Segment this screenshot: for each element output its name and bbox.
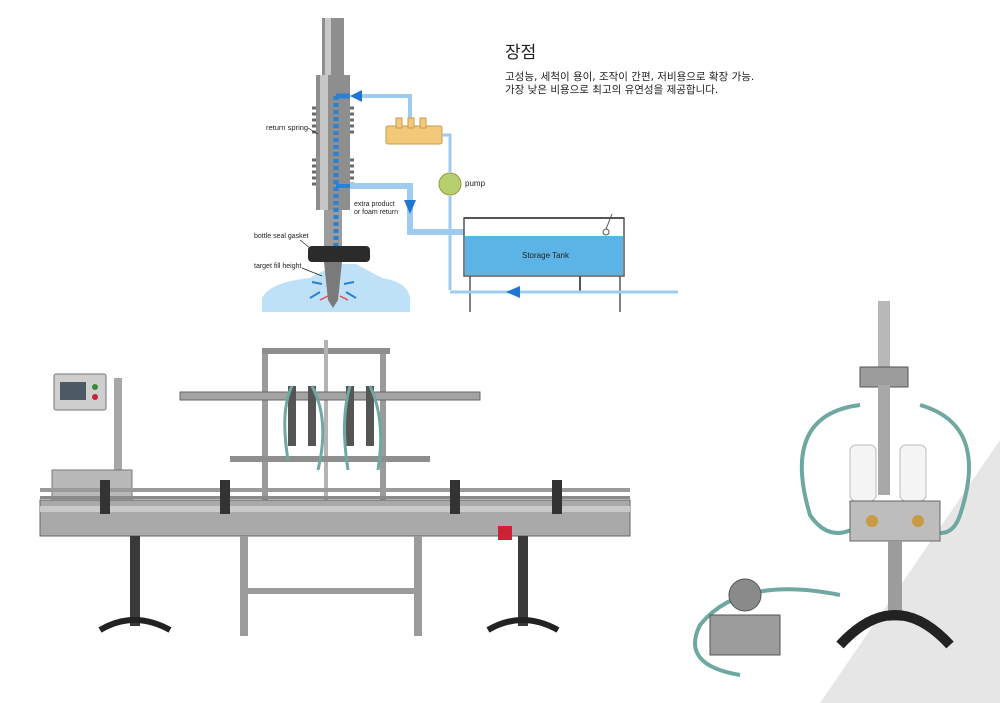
diaphragm-pump [709,614,781,656]
valve-box [849,500,941,542]
label-pump: pump [465,179,486,188]
benefits-line-1: 고성능, 세척이 용이, 조작이 간편, 저비용으로 확장 가능. [505,71,755,83]
pump-icon [438,172,462,196]
label-extra-product-2: or foam return [354,209,398,216]
seal-gasket [308,246,370,262]
bottle-right [899,444,927,502]
label-storage-tank: Storage Tank [522,251,570,260]
pneumatic-filler-image [693,301,971,677]
bottle-left [849,444,877,502]
conveyor [39,499,631,537]
label-return-spring: return spring [266,123,308,132]
benefits-block: 장점 고성능, 세척이 용이, 조작이 간편, 저비용으로 확장 가능. 가장 … [505,38,805,97]
label-extra-product-1: extra product [354,201,395,208]
benefits-title: 장점 [505,43,537,63]
manifold [385,125,443,145]
filling-nozzle-diagram: return spring extra product or foam retu… [254,18,678,312]
return-spring [312,106,354,186]
label-bottle-seal: bottle seal gasket [254,233,309,240]
benefits-line-2: 가장 낮은 비용으로 최고의 유연성을 제공합니다. [505,84,719,96]
label-target-fill: target fill height [254,263,302,270]
nozzle-tip [324,262,342,308]
automatic-filling-machine-image [39,340,631,636]
